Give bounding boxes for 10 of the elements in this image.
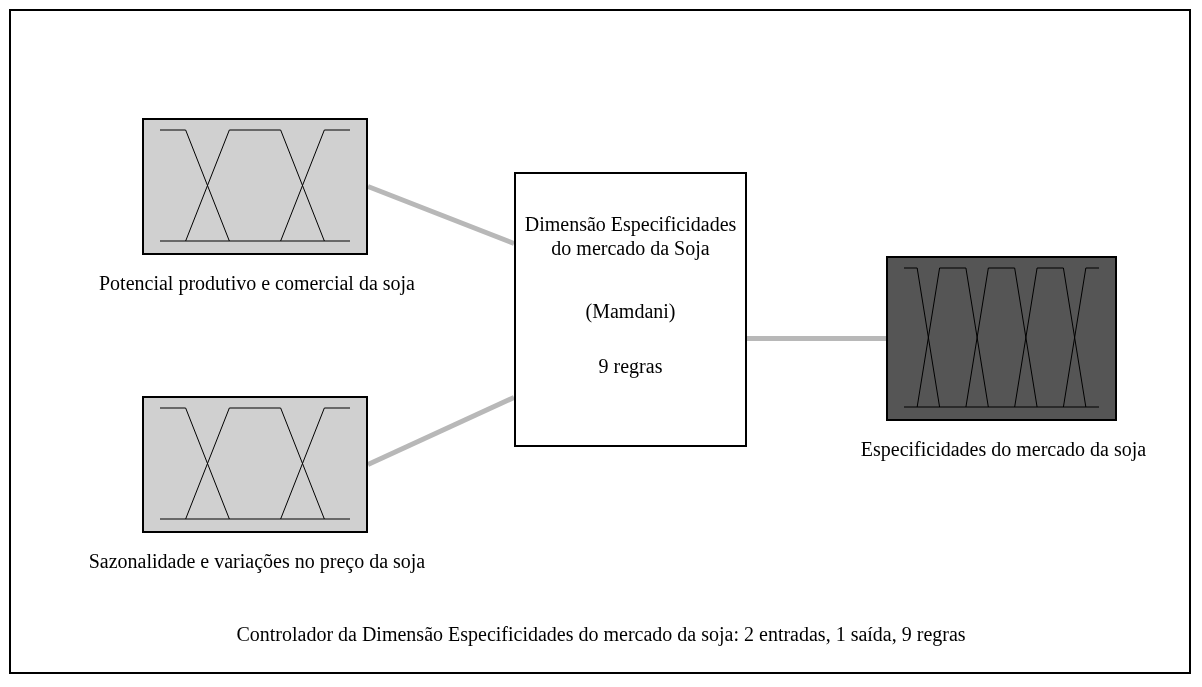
connector-line: [367, 184, 515, 246]
box-text: 9 regras: [597, 354, 664, 378]
connector-line: [747, 336, 886, 341]
inference-box: [514, 172, 747, 447]
caption: Controlador da Dimensão Especificidades do mercado da soja: 2 entradas, 1 saída, 9 regras: [235, 622, 967, 646]
input-label: Potencial produtivo e comercial da soja: [98, 271, 416, 295]
input-label: Especificidades do mercado da soja: [859, 437, 1148, 461]
box-text: (Mamdani): [584, 299, 677, 323]
input-label: Sazonalidade e variações no preço da soja: [87, 549, 427, 573]
box-title: Dimensão Especificidades do mercado da Soja: [523, 212, 738, 260]
